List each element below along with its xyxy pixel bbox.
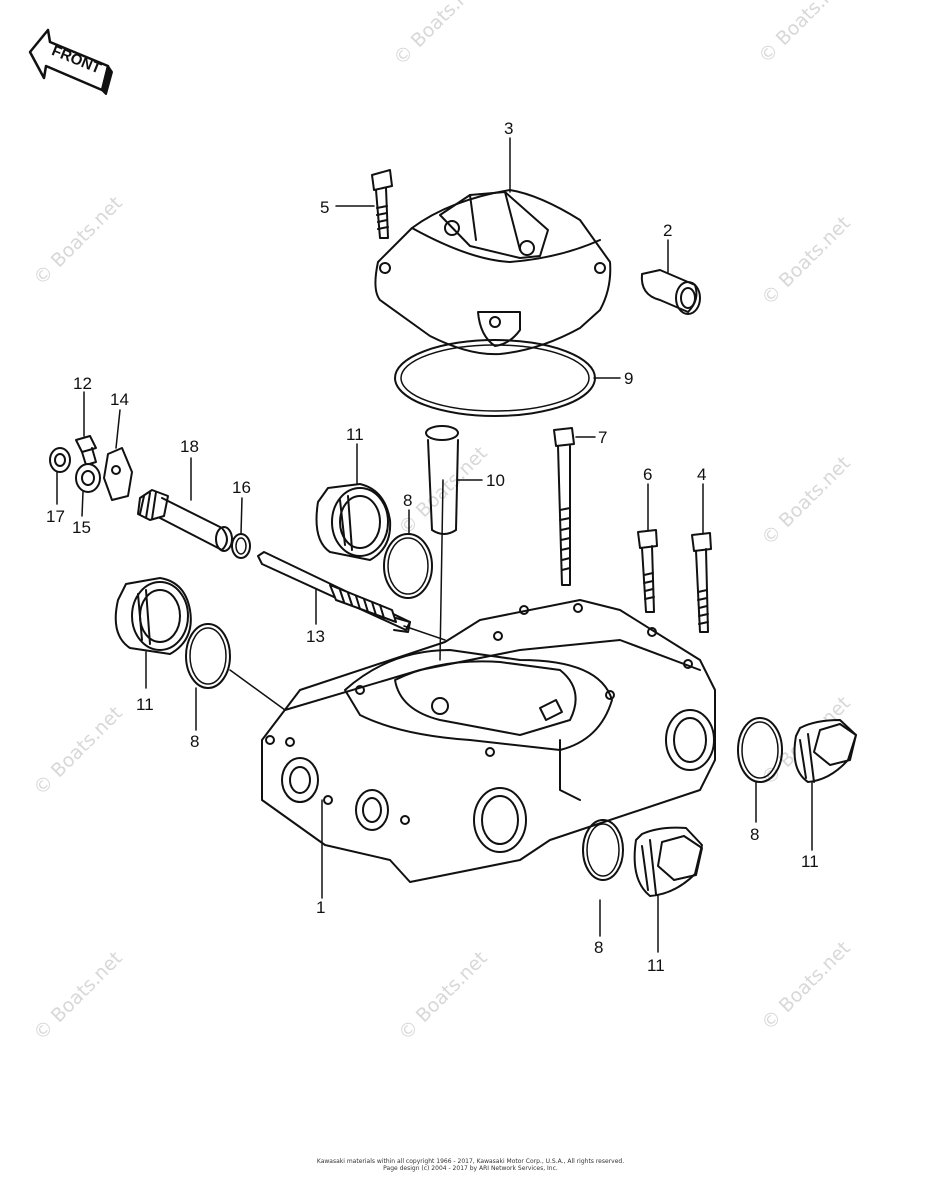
callout-5: 5 (320, 198, 329, 217)
part-11-plug-upper (315, 483, 392, 561)
leader-lines (56, 137, 813, 953)
callout-2: 2 (663, 221, 672, 240)
callout-13: 13 (306, 627, 325, 646)
copyright-line-2: Page design (c) 2004 - 2017 by ARI Netwo… (383, 1165, 558, 1172)
callout-11-upper: 11 (346, 425, 364, 444)
part-11-plug-left (114, 577, 192, 655)
callout-7: 7 (598, 428, 607, 447)
callout-labels: 1 2 3 4 5 6 7 8 8 8 8 9 10 11 11 11 11 1… (46, 119, 819, 975)
callout-1: 1 (316, 898, 325, 917)
part-11-plug-right (793, 719, 857, 783)
part-13-shaft (257, 551, 411, 633)
copyright-footer: Kawasaki materials within all copyright … (0, 1158, 941, 1172)
part-8-oring-left (185, 623, 231, 689)
callout-4: 4 (697, 465, 706, 484)
callout-8-right: 8 (750, 825, 759, 844)
part-12-screw (75, 435, 97, 466)
callout-8-upper: 8 (403, 491, 412, 510)
callout-14: 14 (110, 390, 129, 409)
callout-15: 15 (72, 518, 91, 537)
callout-11-right: 11 (801, 852, 819, 871)
callout-16: 16 (232, 478, 251, 497)
part-4-bolt (691, 532, 712, 633)
part-10-tube (425, 425, 459, 535)
callout-18: 18 (180, 437, 199, 456)
callout-12: 12 (73, 374, 92, 393)
part-5-bolt (371, 169, 393, 239)
part-6-bolt (637, 529, 658, 613)
callout-8-bottom: 8 (594, 938, 603, 957)
part-17-washer (49, 447, 71, 473)
part-15-nut (75, 463, 101, 493)
part-8-oring-upper (383, 533, 433, 599)
front-arrow: FRONT (28, 28, 113, 95)
part-7-stud (553, 427, 575, 586)
callout-9: 9 (624, 369, 633, 388)
callout-10: 10 (486, 471, 505, 490)
part-18-fitting (137, 489, 233, 552)
part-1-case (261, 599, 716, 883)
copyright-line-1: Kawasaki materials within all copyright … (316, 1158, 625, 1165)
part-14-bracket (103, 447, 133, 501)
part-2-bushing (640, 269, 701, 315)
callout-8-left: 8 (190, 732, 199, 751)
callout-6: 6 (643, 465, 652, 484)
callout-11-bottom: 11 (647, 956, 665, 975)
callout-11-left: 11 (136, 695, 154, 714)
part-8-oring-bottom (582, 819, 624, 881)
part-8-oring-right (737, 717, 783, 783)
part-3-cover (374, 189, 612, 356)
part-11-plug-bottom (633, 826, 703, 897)
callout-17: 17 (46, 507, 65, 526)
part-16-ring (231, 533, 251, 559)
callout-3: 3 (504, 119, 513, 138)
